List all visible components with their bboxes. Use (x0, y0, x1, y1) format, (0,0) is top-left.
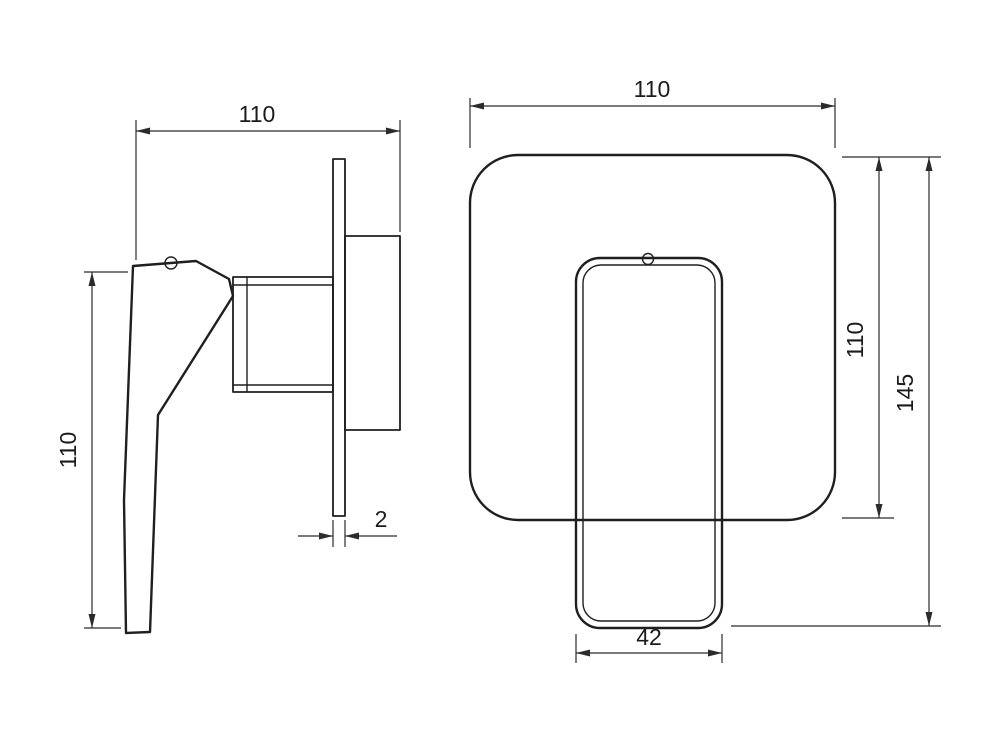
arrowhead-down-icon (925, 612, 933, 626)
side-concealed-box (344, 235, 401, 431)
side-top-width-label: 110 (239, 101, 276, 127)
side-screw-cap-icon (164, 256, 178, 270)
arrowhead-up-icon (88, 272, 96, 286)
front-wall-plate (468, 153, 837, 522)
side-wall-plate (332, 158, 346, 517)
front-handle-width-label: 42 (636, 624, 662, 650)
arrowhead-left-icon (470, 102, 484, 110)
front-plate-height-label: 110 (842, 322, 868, 359)
front-view (468, 153, 837, 630)
arrowhead-left-icon (576, 649, 590, 657)
arrowhead-up-icon (875, 157, 883, 171)
arrowhead-right-icon (319, 532, 333, 540)
arrowhead-left-icon (345, 532, 359, 540)
arrowhead-right-icon (821, 102, 835, 110)
arrowhead-left-icon (136, 127, 150, 135)
arrowhead-right-icon (708, 649, 722, 657)
front-lever-handle (574, 256, 724, 630)
front-lever-handle-inner (582, 264, 716, 622)
arrowhead-up-icon (925, 157, 933, 171)
side-view (122, 158, 401, 635)
arrowhead-down-icon (875, 504, 883, 518)
arrowhead-down-icon (88, 614, 96, 628)
front-view-dimensions: 110 110 145 42 (469, 76, 941, 663)
plate-thickness-label: 2 (375, 506, 388, 532)
side-view-dimensions: 110 110 2 (55, 101, 401, 629)
arrowhead-right-icon (386, 127, 400, 135)
front-screw-cap-icon (641, 252, 655, 266)
side-lever-handle (122, 259, 235, 635)
side-height-label: 110 (55, 432, 81, 469)
front-overall-height-label: 145 (892, 374, 918, 412)
side-valve-body (232, 276, 334, 393)
front-width-label: 110 (634, 76, 671, 102)
